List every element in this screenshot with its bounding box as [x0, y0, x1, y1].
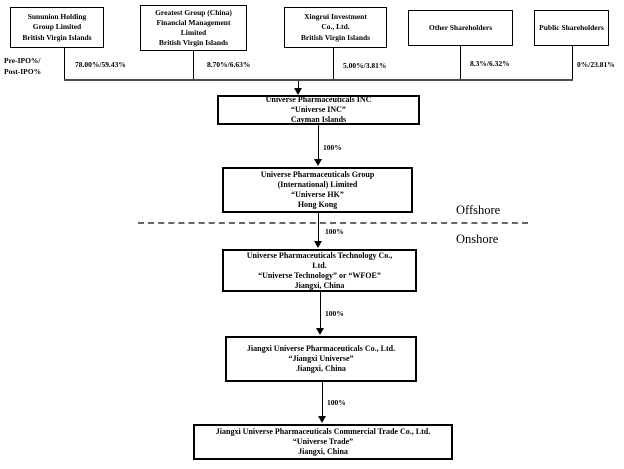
ownership-label-inc-to-hk: 100% — [323, 143, 342, 152]
connector-line-sununion — [64, 48, 65, 80]
arrow-line-jiangxi-to-universe-trade — [322, 382, 323, 417]
arrowhead-to-universe-inc — [294, 88, 302, 95]
connector-line-greatest-group — [193, 51, 194, 80]
arrow-line-inc-to-hk — [318, 125, 319, 160]
entity-box-universe-inc: Universe Pharmaceuticals INC “Universe I… — [217, 95, 420, 125]
shareholder-box-xingrui: Xingrui Investment Co., Ltd. British Vir… — [284, 7, 387, 48]
arrowhead-inc-to-hk — [314, 159, 322, 166]
ownership-pct-public-shareholders: 0%/23.81% — [577, 60, 615, 69]
ownership-pct-greatest-group: 8.70%/6.63% — [207, 60, 251, 69]
arrowhead-jiangxi-to-universe-trade — [318, 416, 326, 423]
entity-box-universe-technology-wfoe: Universe Pharmaceuticals Technology Co.,… — [222, 249, 417, 292]
entity-box-universe-trade: Jiangxi Universe Pharmaceuticals Commerc… — [193, 424, 453, 460]
shareholder-box-sununion: Sununion Holding Group Limited British V… — [10, 7, 104, 48]
pre-post-ipo-label: Pre-IPO%/ Post-IPO% — [4, 56, 42, 76]
gathering-line — [64, 79, 573, 81]
ownership-pct-sununion: 78.00%/59.43% — [75, 60, 126, 69]
ownership-label-wfoe-to-jiangxi-universe: 100% — [325, 309, 344, 318]
entity-box-universe-hk: Universe Pharmaceuticals Group (Internat… — [222, 167, 413, 213]
offshore-label: Offshore — [456, 203, 501, 217]
arrow-line-to-universe-inc — [298, 81, 299, 89]
connector-line-other-shareholders — [460, 46, 461, 80]
arrow-line-wfoe-to-jiangxi-universe — [320, 292, 321, 329]
arrowhead-wfoe-to-jiangxi-universe — [316, 328, 324, 335]
shareholder-box-public-shareholders: Public Shareholders — [534, 10, 609, 46]
offshore-onshore-divider — [138, 222, 528, 224]
connector-line-public-shareholders — [572, 46, 573, 80]
shareholder-box-greatest-group: Greatest Group (China) Financial Managem… — [140, 5, 247, 51]
connector-line-xingrui — [333, 48, 334, 80]
arrow-line-hk-to-wfoe — [318, 213, 319, 242]
ownership-pct-other-shareholders: 8.3%/6.32% — [470, 59, 510, 68]
entity-box-jiangxi-universe: Jiangxi Universe Pharmaceuticals Co., Lt… — [225, 336, 417, 382]
ownership-label-jiangxi-to-universe-trade: 100% — [327, 398, 346, 407]
onshore-label: Onshore — [456, 232, 499, 246]
ownership-label-hk-to-wfoe: 100% — [325, 227, 344, 236]
shareholder-box-other-shareholders: Other Shareholders — [408, 10, 513, 46]
arrowhead-hk-to-wfoe — [314, 241, 322, 248]
ownership-pct-xingrui: 5.00%/3.81% — [343, 61, 387, 70]
